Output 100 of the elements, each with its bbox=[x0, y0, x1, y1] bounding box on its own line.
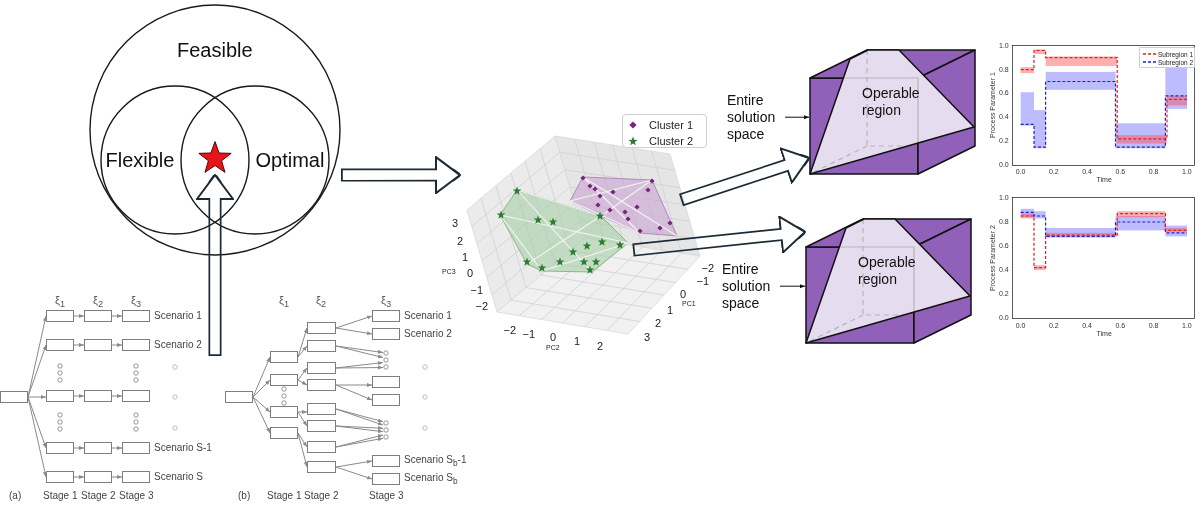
stage-box bbox=[46, 310, 74, 322]
arrow bbox=[297, 345, 308, 358]
arrow bbox=[779, 284, 806, 289]
variable-label: ξ$_{2}$ bbox=[316, 294, 327, 310]
scenario-label: Scenario S bbox=[154, 471, 203, 483]
annotation-text: Entire solution space bbox=[722, 261, 780, 312]
stage-label: Stage 2 bbox=[304, 490, 339, 502]
stage-box bbox=[46, 471, 74, 483]
arrow bbox=[27, 395, 47, 399]
scenario-label: Scenario S$_{b}$ bbox=[404, 471, 458, 487]
stage-box bbox=[46, 390, 74, 402]
star-shape bbox=[197, 139, 233, 175]
stage-box bbox=[307, 441, 336, 453]
vertical-ellipsis-icon bbox=[383, 350, 389, 370]
arrow bbox=[111, 446, 123, 450]
stage-box bbox=[372, 394, 400, 406]
stage-label: Stage 1 bbox=[43, 490, 78, 502]
tick-label: 2 bbox=[597, 339, 604, 353]
block-arrow bbox=[341, 156, 461, 195]
scenario-label: Scenario 2 bbox=[154, 339, 202, 351]
arrow bbox=[73, 343, 85, 347]
stage-box bbox=[270, 351, 298, 363]
legend-label: Cluster 1 bbox=[649, 118, 694, 132]
stage-box bbox=[307, 362, 336, 374]
arrow bbox=[73, 446, 85, 450]
stage-label: Stage 1 bbox=[267, 490, 302, 502]
arrow bbox=[73, 314, 85, 318]
stage-box bbox=[372, 310, 400, 322]
scenario-label: Scenario S$_{b}$-1 bbox=[404, 453, 467, 469]
variable-label: ξ$_{2}$ bbox=[93, 294, 104, 310]
block-arrow bbox=[196, 174, 234, 356]
stage-box bbox=[122, 442, 150, 454]
arrow bbox=[252, 356, 271, 398]
tick-label: 0 bbox=[680, 287, 687, 301]
stage-box bbox=[84, 310, 112, 322]
arrow bbox=[27, 344, 47, 398]
stage-box bbox=[307, 461, 336, 473]
scenario-label: Scenario 1 bbox=[154, 310, 202, 322]
scenario-label: Scenario 2 bbox=[404, 328, 452, 340]
stage-box bbox=[0, 391, 28, 403]
stage-box bbox=[372, 376, 400, 388]
panel-letter: (b) bbox=[238, 490, 251, 502]
variable-label: ξ$_{3}$ bbox=[381, 294, 392, 310]
tick-label: 1 bbox=[462, 250, 469, 264]
block-arrow bbox=[678, 147, 812, 207]
tick-label: −2 bbox=[475, 299, 489, 313]
arrow bbox=[335, 327, 373, 336]
tick-label: 3 bbox=[644, 330, 651, 344]
stage-box bbox=[307, 379, 336, 391]
tick-label: −1 bbox=[470, 283, 484, 297]
arrow bbox=[335, 365, 384, 370]
variable-label: ξ$_{3}$ bbox=[131, 294, 142, 310]
arrow bbox=[335, 384, 373, 401]
stage-box bbox=[122, 339, 150, 351]
set-label: Flexible bbox=[105, 148, 175, 172]
arrow bbox=[335, 466, 373, 480]
stage-box bbox=[46, 339, 74, 351]
block-arrow bbox=[632, 215, 806, 257]
arrow bbox=[111, 475, 123, 479]
variable-label: ξ$_{1}$ bbox=[279, 294, 290, 310]
panel-letter: (a) bbox=[9, 490, 22, 502]
stage-box bbox=[270, 406, 298, 418]
arrow bbox=[252, 379, 271, 398]
arrow bbox=[27, 396, 47, 478]
tick-label: 0 bbox=[467, 266, 474, 280]
variable-label: ξ$_{1}$ bbox=[55, 294, 66, 310]
legend-label: Cluster 2 bbox=[649, 134, 694, 148]
tick-label: −1 bbox=[696, 274, 710, 288]
arrow bbox=[297, 379, 308, 386]
stage-label: Stage 3 bbox=[119, 490, 154, 502]
region-label: Operable region bbox=[858, 254, 917, 288]
arrow bbox=[297, 432, 308, 468]
arrow bbox=[784, 115, 810, 120]
stage-box bbox=[122, 471, 150, 483]
annotation-text: Entire solution space bbox=[727, 92, 785, 143]
stage-box bbox=[307, 322, 336, 334]
stage-box bbox=[372, 328, 400, 340]
tick-label: −1 bbox=[522, 327, 536, 341]
arrow bbox=[73, 394, 85, 398]
vertical-ellipsis-icon bbox=[383, 420, 389, 440]
stage-box bbox=[307, 420, 336, 432]
arrow bbox=[111, 314, 123, 318]
stage-box bbox=[270, 374, 298, 386]
arrow bbox=[335, 425, 384, 434]
tick-label: 3 bbox=[452, 216, 459, 230]
stage-box bbox=[270, 427, 298, 439]
stage-label: Stage 3 bbox=[369, 490, 404, 502]
tick-label: 1 bbox=[574, 334, 581, 348]
arrow bbox=[297, 367, 308, 381]
set-label: Feasible bbox=[177, 38, 253, 62]
tick-label: 2 bbox=[457, 234, 464, 248]
scenario-label: Scenario 1 bbox=[404, 310, 452, 322]
arrow bbox=[297, 432, 308, 448]
arrow bbox=[252, 396, 271, 413]
arrow bbox=[73, 475, 85, 479]
arrow bbox=[297, 410, 308, 414]
stage-box bbox=[225, 391, 253, 403]
tick-label: −2 bbox=[503, 323, 517, 337]
arrow bbox=[335, 459, 373, 468]
stage-box bbox=[372, 473, 400, 485]
